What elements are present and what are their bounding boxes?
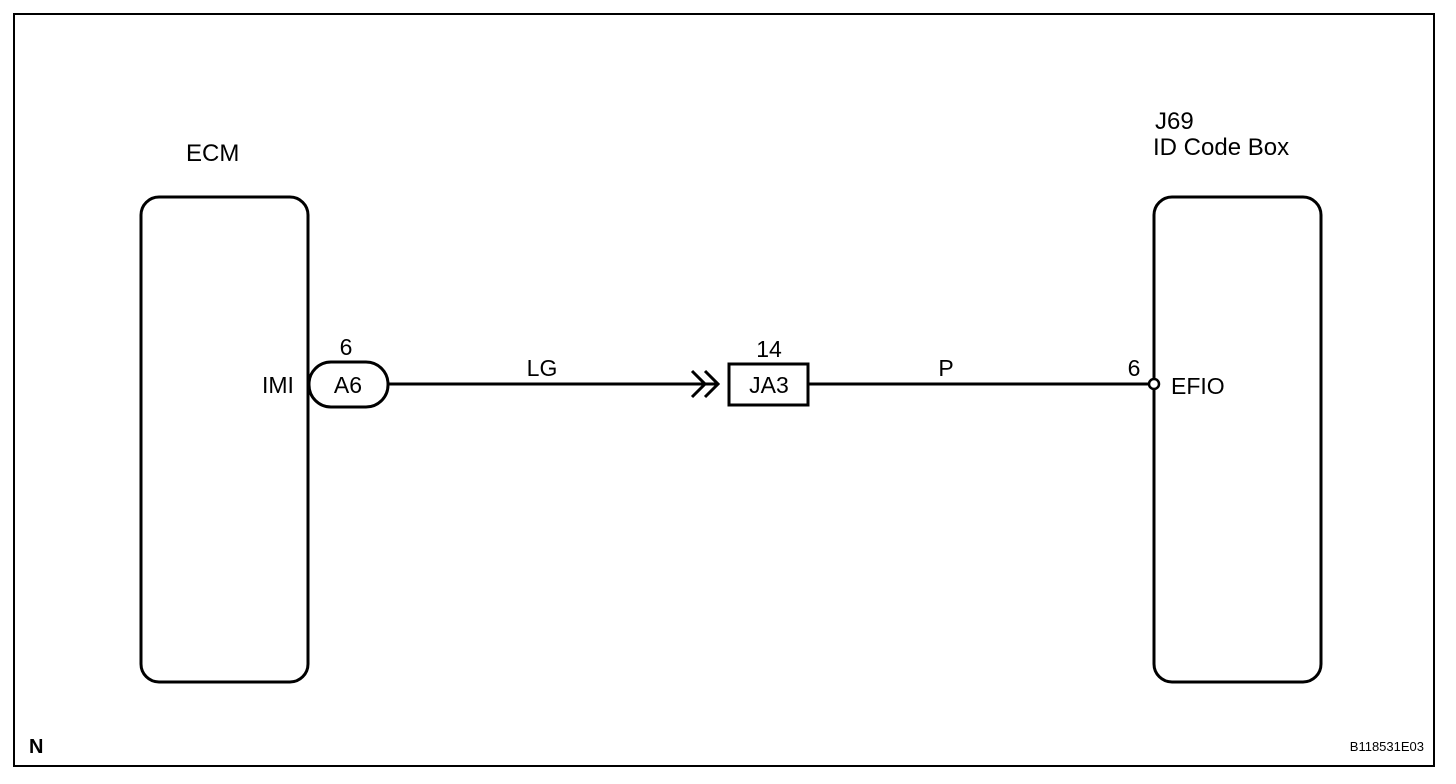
id-code-box-title: ID Code Box <box>1153 134 1289 161</box>
ecm-pin-number: 6 <box>340 334 353 360</box>
wire-p-label: P <box>938 355 953 381</box>
ecm-title: ECM <box>186 140 239 167</box>
ecm-terminal-label: IMI <box>262 372 294 398</box>
junction-pin-number: 14 <box>756 336 782 362</box>
id-code-box-terminal-label: EFIO <box>1171 373 1225 399</box>
figure-code: B118531E03 <box>1350 739 1424 754</box>
ecm-connector-id: A6 <box>334 372 362 398</box>
junction-connector-id: JA3 <box>749 372 789 398</box>
ecm-box <box>139 195 310 684</box>
junction-chevron-icon <box>703 369 721 399</box>
id-code-box-part-number: J69 <box>1155 108 1194 135</box>
id-code-box <box>1152 195 1323 684</box>
diagram-frame <box>13 13 1435 767</box>
wire-lg-label: LG <box>527 355 558 381</box>
footer-mark: N <box>29 736 43 758</box>
junction-chevron-icon <box>690 369 708 399</box>
junction-connector <box>727 362 810 407</box>
terminal-pin-icon <box>1147 377 1161 391</box>
id-code-box-pin-number: 6 <box>1128 355 1141 381</box>
